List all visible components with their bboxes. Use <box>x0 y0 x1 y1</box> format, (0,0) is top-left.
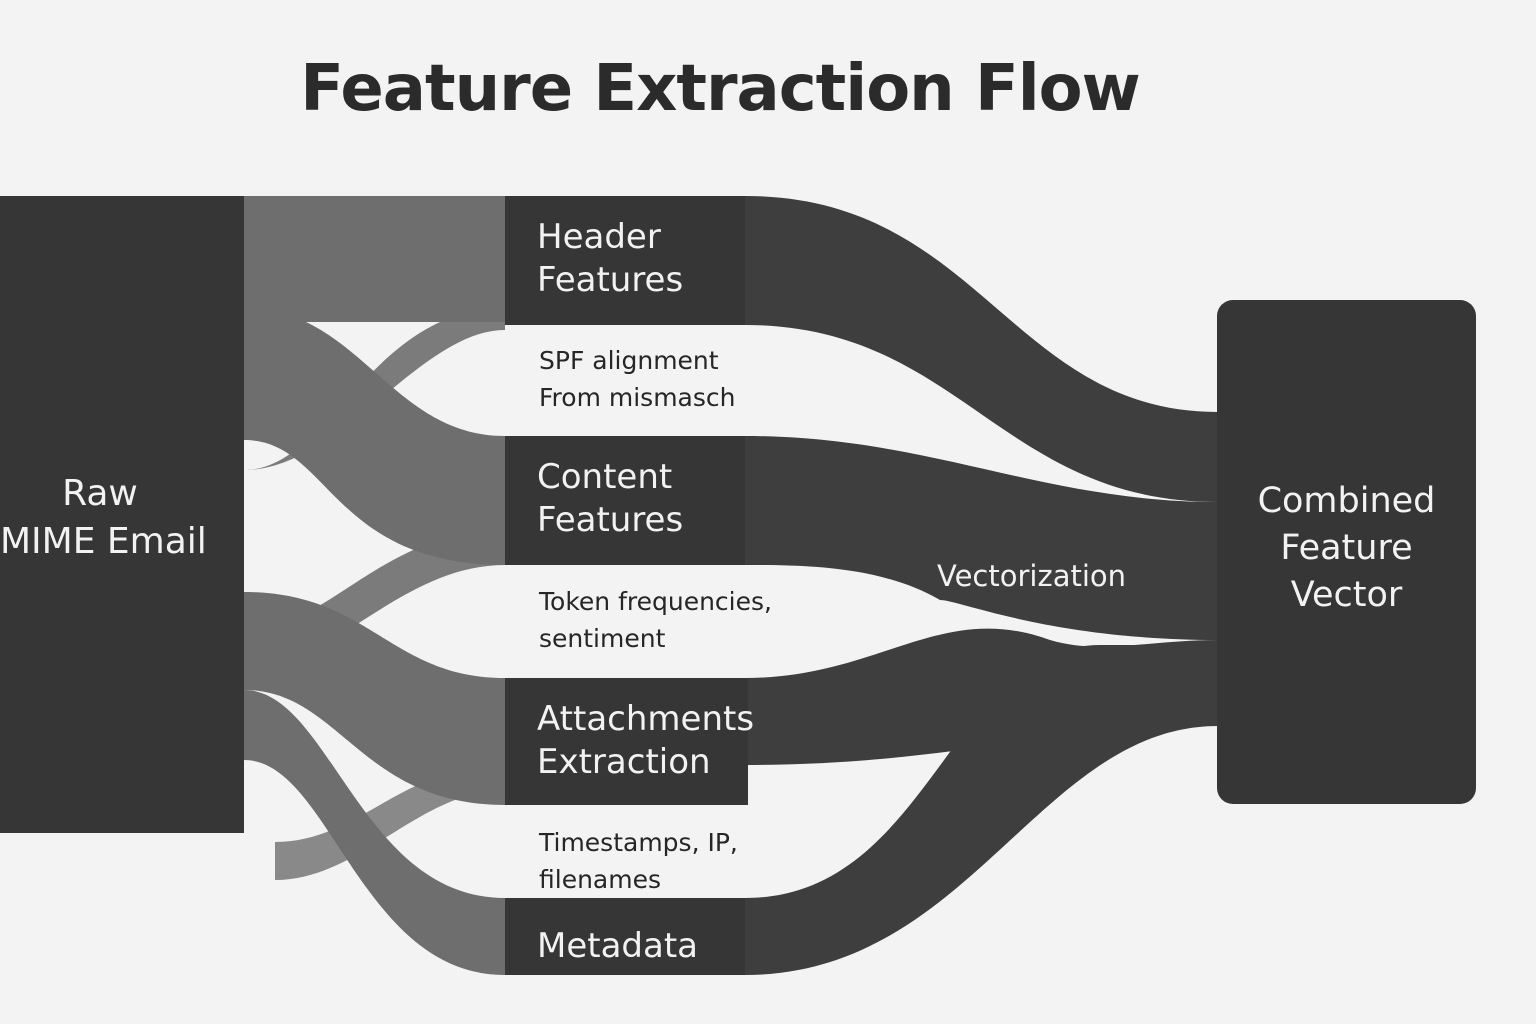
combined-vector-line: Vector <box>1290 575 1403 615</box>
combined-vector-line: Feature <box>1280 528 1413 568</box>
source-node-label: Raw MIME Email <box>0 470 207 566</box>
node-metadata <box>505 898 745 975</box>
attachments-annotation-line: Timestamps, IP, <box>539 828 738 857</box>
node-attachments-extraction <box>505 678 748 805</box>
attachments-annotation-line: filenames <box>539 865 661 894</box>
node-header-features <box>505 196 745 325</box>
source-flows <box>244 196 505 975</box>
header-annotation: SPF alignment From mismasch <box>539 342 736 416</box>
attachments-extraction-line: Extraction <box>537 742 711 782</box>
flow-source-to-attachments <box>244 592 505 805</box>
content-annotation-line: sentiment <box>539 624 666 653</box>
content-annotation-line: Token frequencies, <box>539 587 772 616</box>
flow-metadata-to-vector <box>745 645 1218 975</box>
node-combined-feature-vector <box>1217 300 1476 804</box>
node-raw-mime-email <box>0 196 244 833</box>
metadata-label: Metadata <box>537 925 698 968</box>
attachments-annotation: Timestamps, IP, filenames <box>539 824 738 898</box>
flow-source-to-content <box>244 308 505 565</box>
metadata-line: Metadata <box>537 926 699 966</box>
flow-source-to-metadata <box>244 690 505 975</box>
combined-vector-line: Combined <box>1257 481 1436 521</box>
content-annotation: Token frequencies, sentiment <box>539 583 772 657</box>
header-features-line: Features <box>537 260 684 300</box>
flow-content-to-vector <box>745 436 1218 640</box>
attachments-extraction-line: Attachments <box>537 699 755 739</box>
source-node-line: Raw <box>62 473 138 514</box>
header-features-label: Header Features <box>537 216 683 302</box>
content-features-line: Features <box>537 500 684 540</box>
node-content-features <box>505 436 745 565</box>
flow-header-to-vector <box>745 196 1218 502</box>
vector-flows <box>745 196 1218 975</box>
flow-fade-to-attachments <box>275 765 505 880</box>
flow-source-to-header <box>244 196 505 322</box>
combined-vector-label: Combined Feature Vector <box>1217 478 1476 619</box>
diagram-title: Feature Extraction Flow <box>300 52 1141 126</box>
header-annotation-line: SPF alignment <box>539 346 719 375</box>
header-features-line: Header <box>537 217 661 257</box>
vectorization-label: Vectorization <box>937 559 1127 593</box>
header-annotation-line: From mismasch <box>539 383 736 412</box>
source-node-line: MIME Email <box>0 521 207 562</box>
attachments-extraction-label: Attachments Extraction <box>537 698 754 784</box>
content-features-line: Content <box>537 457 673 497</box>
content-features-label: Content Features <box>537 456 683 542</box>
